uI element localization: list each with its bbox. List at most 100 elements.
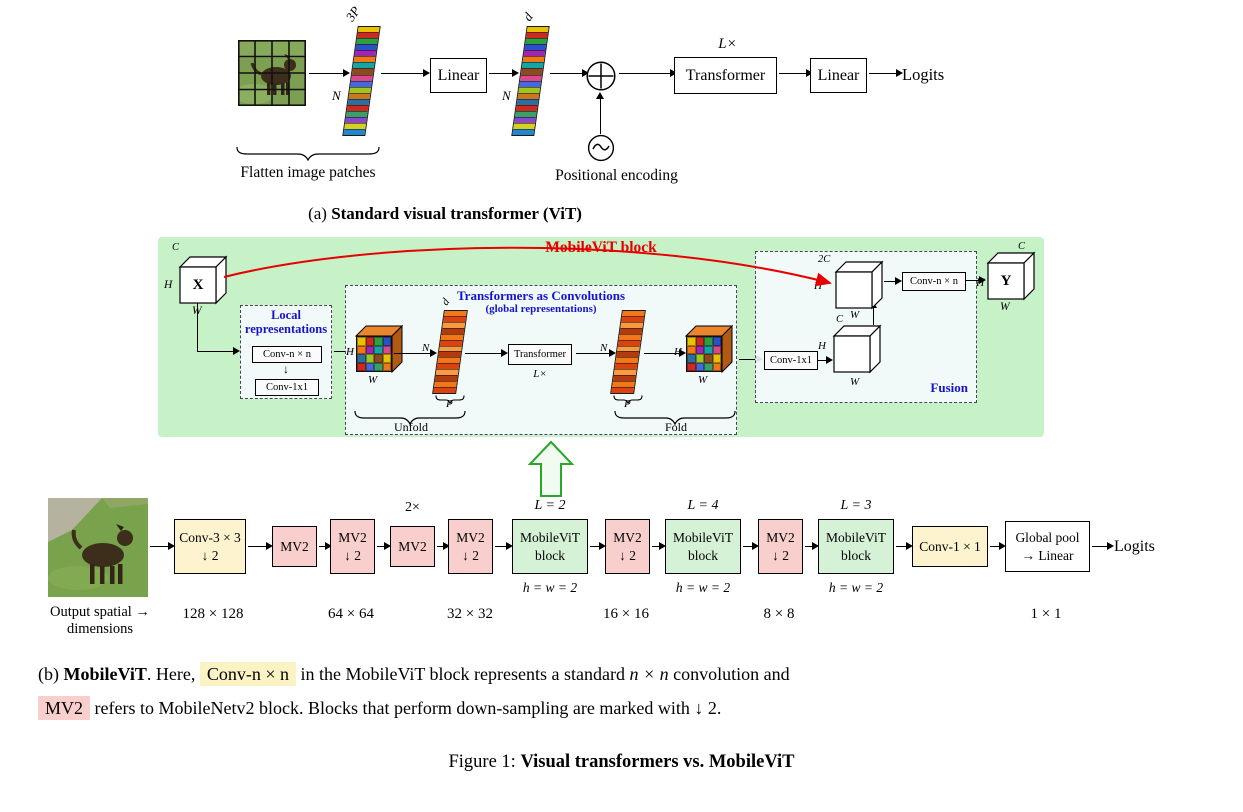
dim-c-label: C	[172, 242, 180, 253]
arrow	[576, 347, 616, 359]
repeat-l3-label: L = 3	[840, 498, 872, 513]
arrow	[884, 275, 902, 287]
logits-label: Logits	[902, 65, 945, 84]
figure-caption-title: Visual transformers vs. MobileViT	[520, 752, 795, 772]
projected-tensor-cube	[832, 324, 882, 374]
positional-encoding-node	[587, 134, 615, 162]
panel-mobilevit-pipeline: Conv-3 × 3 ↓ 2 MV2 MV2 ↓ 2 2× MV2 MV2 ↓ …	[0, 480, 1243, 660]
caption-a-title: Standard visual transformer (ViT)	[331, 204, 582, 223]
grid-cell	[712, 337, 721, 346]
patched-input-image	[238, 40, 306, 106]
x-symbol: X	[192, 276, 204, 293]
pipeline-block-mv2-1: MV2	[272, 526, 317, 567]
caption-b-math: n × n	[629, 664, 669, 684]
dim-n-label: N	[502, 88, 511, 103]
grid-cell	[712, 354, 721, 363]
repeat-2x-label: 2×	[405, 500, 420, 515]
fusion-box: Conv-1x1 C H W 2C H W Conv-n × n Fusion	[755, 251, 977, 403]
block-line2: ↓ 2	[619, 547, 636, 563]
unfold-label: Unfold	[394, 420, 428, 434]
arrow	[619, 67, 677, 79]
block-line1: MV2	[338, 529, 367, 545]
dim-w-label: W	[1000, 301, 1010, 313]
stripe	[343, 129, 366, 136]
dim-p-label: P	[446, 398, 453, 410]
caption-b-text2: in the MobileViT block represents a stan…	[295, 664, 630, 684]
grid-cell	[365, 345, 374, 354]
pipeline-block-mv2-down-3: MV2 ↓ 2	[605, 519, 650, 574]
grid-cell	[704, 362, 713, 371]
arrow	[150, 540, 175, 552]
dim-h-label: H	[674, 346, 682, 358]
caption-b-prefix: (b)	[38, 664, 64, 684]
pipeline-block-mobilevit-3: MobileViT block	[818, 519, 894, 574]
grid-cell	[687, 337, 696, 346]
arrow	[896, 540, 913, 552]
output-dim-128: 128 × 128	[182, 606, 244, 622]
dim-n-label: N	[422, 342, 430, 354]
linear-box-1: Linear	[430, 58, 487, 93]
grid-cell	[374, 345, 383, 354]
conv-1x1-label: Conv-1x1	[266, 382, 308, 393]
block-line1: MV2	[456, 529, 485, 545]
dim-p-label: P	[624, 398, 631, 410]
fusion-conv-nxn-box: Conv-n × n	[902, 272, 966, 291]
arrow	[869, 67, 903, 79]
arrow	[495, 540, 513, 552]
grid-cell	[374, 362, 383, 371]
caption-b-text4: refers to MobileNetv2 block. Blocks that…	[90, 698, 722, 718]
grid-cell	[357, 354, 366, 363]
transformer-label: Transformer	[513, 349, 567, 360]
arrow	[1092, 540, 1114, 552]
pipeline-block-mv2-down-4: MV2 ↓ 2	[758, 519, 803, 574]
pipeline-block-mv2-down-2: MV2 ↓ 2	[448, 519, 493, 574]
dog-photo-with-patch-grid	[238, 40, 306, 106]
block-line1: MV2	[613, 529, 642, 545]
grid-cell	[712, 345, 721, 354]
connector-line	[197, 303, 199, 352]
grid-cell	[382, 345, 391, 354]
grid-cell	[365, 362, 374, 371]
block-line1: MobileViT	[520, 529, 580, 545]
dim-w-label: W	[850, 376, 860, 388]
down-arrow-glyph: ↓	[283, 362, 289, 376]
panel-standard-vit: 3P N Linear d N L× Transformer Linear Lo…	[0, 0, 1243, 232]
global-subtitle: (global representations)	[485, 303, 597, 315]
block-line2: ↓ 2	[344, 547, 361, 563]
arrow	[248, 540, 273, 552]
transformer-label: Transformer	[685, 66, 766, 84]
output-spatial-label-line2: dimensions	[66, 621, 134, 637]
block-line1: Conv-3 × 3	[179, 529, 241, 545]
conv-1x1-label: Conv-1x1	[770, 355, 812, 366]
grid-cell	[365, 337, 374, 346]
output-dim-8: 8 × 8	[763, 606, 795, 622]
conv-nxn-label: Conv-n × n	[910, 276, 958, 287]
token-embedding-stack	[511, 26, 550, 136]
linear-box-2: Linear	[810, 58, 867, 93]
dim-c-label: C	[1018, 241, 1026, 252]
pipeline-block-mobilevit-1: MobileViT block	[512, 519, 588, 574]
arrow	[743, 540, 759, 552]
p-underbrace	[613, 395, 643, 404]
patch-size-label: h = w = 2	[522, 580, 578, 595]
pipeline-block-mobilevit-2: MobileViT block	[665, 519, 741, 574]
grid-cell	[382, 362, 391, 371]
grid-cell	[357, 337, 366, 346]
transformer-box: Transformer	[674, 57, 777, 94]
dim-w-label: W	[368, 374, 378, 386]
dim-n-label: N	[332, 88, 341, 103]
cube-faces	[834, 260, 884, 310]
grid-cell	[687, 354, 696, 363]
cube-faces	[684, 324, 734, 374]
output-tensor-y-cube: Y	[986, 251, 1036, 301]
output-spatial-label-line1: Output spatial →	[50, 604, 150, 620]
flatten-underbrace	[236, 146, 380, 162]
transformer-repeat-label: L×	[718, 36, 737, 52]
caption-b-line2: MV2 refers to MobileNetv2 block. Blocks …	[38, 696, 1218, 720]
arrow	[590, 540, 606, 552]
arrow	[965, 274, 986, 286]
dim-d-label: d	[519, 9, 536, 24]
global-title: Transformers as Convolutions	[456, 288, 626, 303]
caption-a-prefix: (a)	[308, 204, 332, 223]
fusion-label: Fusion	[930, 380, 968, 395]
